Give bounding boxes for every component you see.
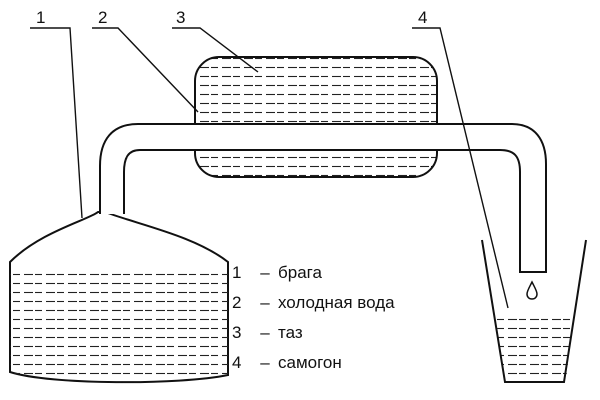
legend-item-mash: 1–брага — [232, 258, 452, 288]
legend-number: 1 — [232, 263, 242, 282]
legend-text: холодная вода — [278, 293, 395, 312]
tube-outer — [99, 123, 547, 273]
droplet-icon — [526, 280, 538, 300]
legend-dash: – — [260, 263, 270, 282]
leader-2 — [92, 27, 199, 113]
legend-dash: – — [260, 323, 270, 342]
legend: 1–брага 2–холодная вода 3–таз 4–самогон — [232, 258, 452, 378]
callout-3: 3 — [176, 8, 185, 27]
callout-1: 1 — [36, 8, 45, 27]
collection-cup — [481, 239, 587, 383]
callout-4: 4 — [418, 8, 427, 27]
condenser-tube — [99, 123, 547, 273]
legend-text: самогон — [278, 353, 342, 372]
cup-outline — [481, 239, 587, 383]
legend-item-basin: 3–таз — [232, 318, 452, 348]
legend-item-cold-water: 2–холодная вода — [232, 288, 452, 318]
legend-item-distillate: 4–самогон — [232, 348, 452, 378]
legend-number: 3 — [232, 323, 242, 342]
mash-liquid — [10, 270, 228, 383]
leader-3 — [172, 27, 259, 73]
legend-dash: – — [260, 353, 270, 372]
leader-1 — [30, 27, 83, 219]
legend-text: таз — [278, 323, 303, 342]
flask-with-mash — [9, 211, 229, 384]
basin-cold-water — [194, 56, 438, 178]
callout-leaders — [30, 27, 509, 309]
legend-text: брага — [278, 263, 322, 282]
cup-liquid — [495, 312, 574, 380]
leader-4 — [412, 27, 509, 309]
callout-2: 2 — [98, 8, 107, 27]
legend-number: 2 — [232, 293, 242, 312]
legend-dash: – — [260, 293, 270, 312]
basin-outline — [194, 56, 438, 178]
legend-number: 4 — [232, 353, 242, 372]
